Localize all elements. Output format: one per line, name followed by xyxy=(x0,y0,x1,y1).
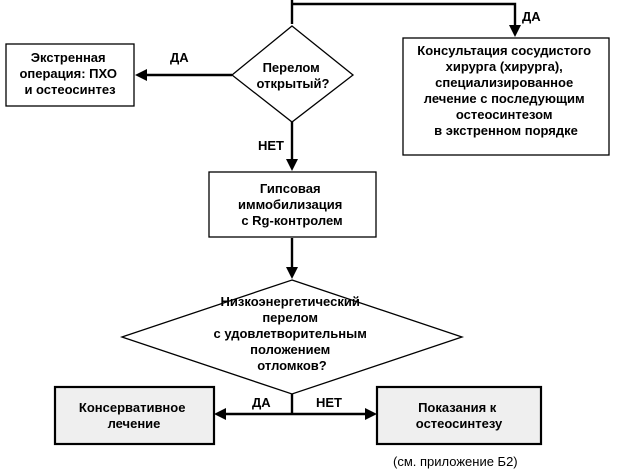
connectors xyxy=(146,0,517,416)
edge-label-no-bottom: НЕТ xyxy=(316,395,342,410)
arrowhead-down-vascular xyxy=(509,25,521,37)
osteosynthesis-indications-box xyxy=(375,385,543,446)
arrowhead-right-osteosynthesis xyxy=(365,408,377,420)
vascular-consult-box xyxy=(402,37,610,156)
conservative-treatment-box xyxy=(53,385,216,446)
footnote: (см. приложение Б2) xyxy=(393,454,518,469)
conservative-treatment-text: Консервативное лечение xyxy=(79,400,189,431)
cast-immobilization-text: Гипсовая иммобилизация с Rg-контролем xyxy=(238,181,346,228)
cast-immobilization-box xyxy=(208,171,377,238)
vascular-consult-text: Консультация сосудистого хирурга (хирург… xyxy=(417,43,594,138)
edge-label-no-down: НЕТ xyxy=(258,138,284,153)
connector-to-vascular-consult xyxy=(292,2,517,26)
emergency-surgery-box xyxy=(5,43,135,107)
arrowhead-left-emergency xyxy=(135,69,147,81)
open-fracture-question-text: Перелом открытый? xyxy=(257,60,330,91)
low-energy-decision xyxy=(119,279,465,395)
edge-label-yes-top: ДА xyxy=(522,9,541,24)
arrowheads xyxy=(135,25,521,420)
edge-label-yes-left: ДА xyxy=(170,50,189,65)
arrowhead-left-conservative xyxy=(214,408,226,420)
emergency-surgery-text: Экстренная операция: ПХО и остеосинтез xyxy=(19,50,120,97)
arrowhead-down-cast xyxy=(286,159,298,171)
osteosynthesis-indications-text: Показания к остеосинтезу xyxy=(416,400,503,431)
open-fracture-decision xyxy=(230,25,355,123)
arrowhead-down-low-energy xyxy=(286,267,298,279)
low-energy-question-text: Низкоэнергетический перелом с удовлетвор… xyxy=(213,294,370,373)
edge-label-yes-bottom: ДА xyxy=(252,395,271,410)
